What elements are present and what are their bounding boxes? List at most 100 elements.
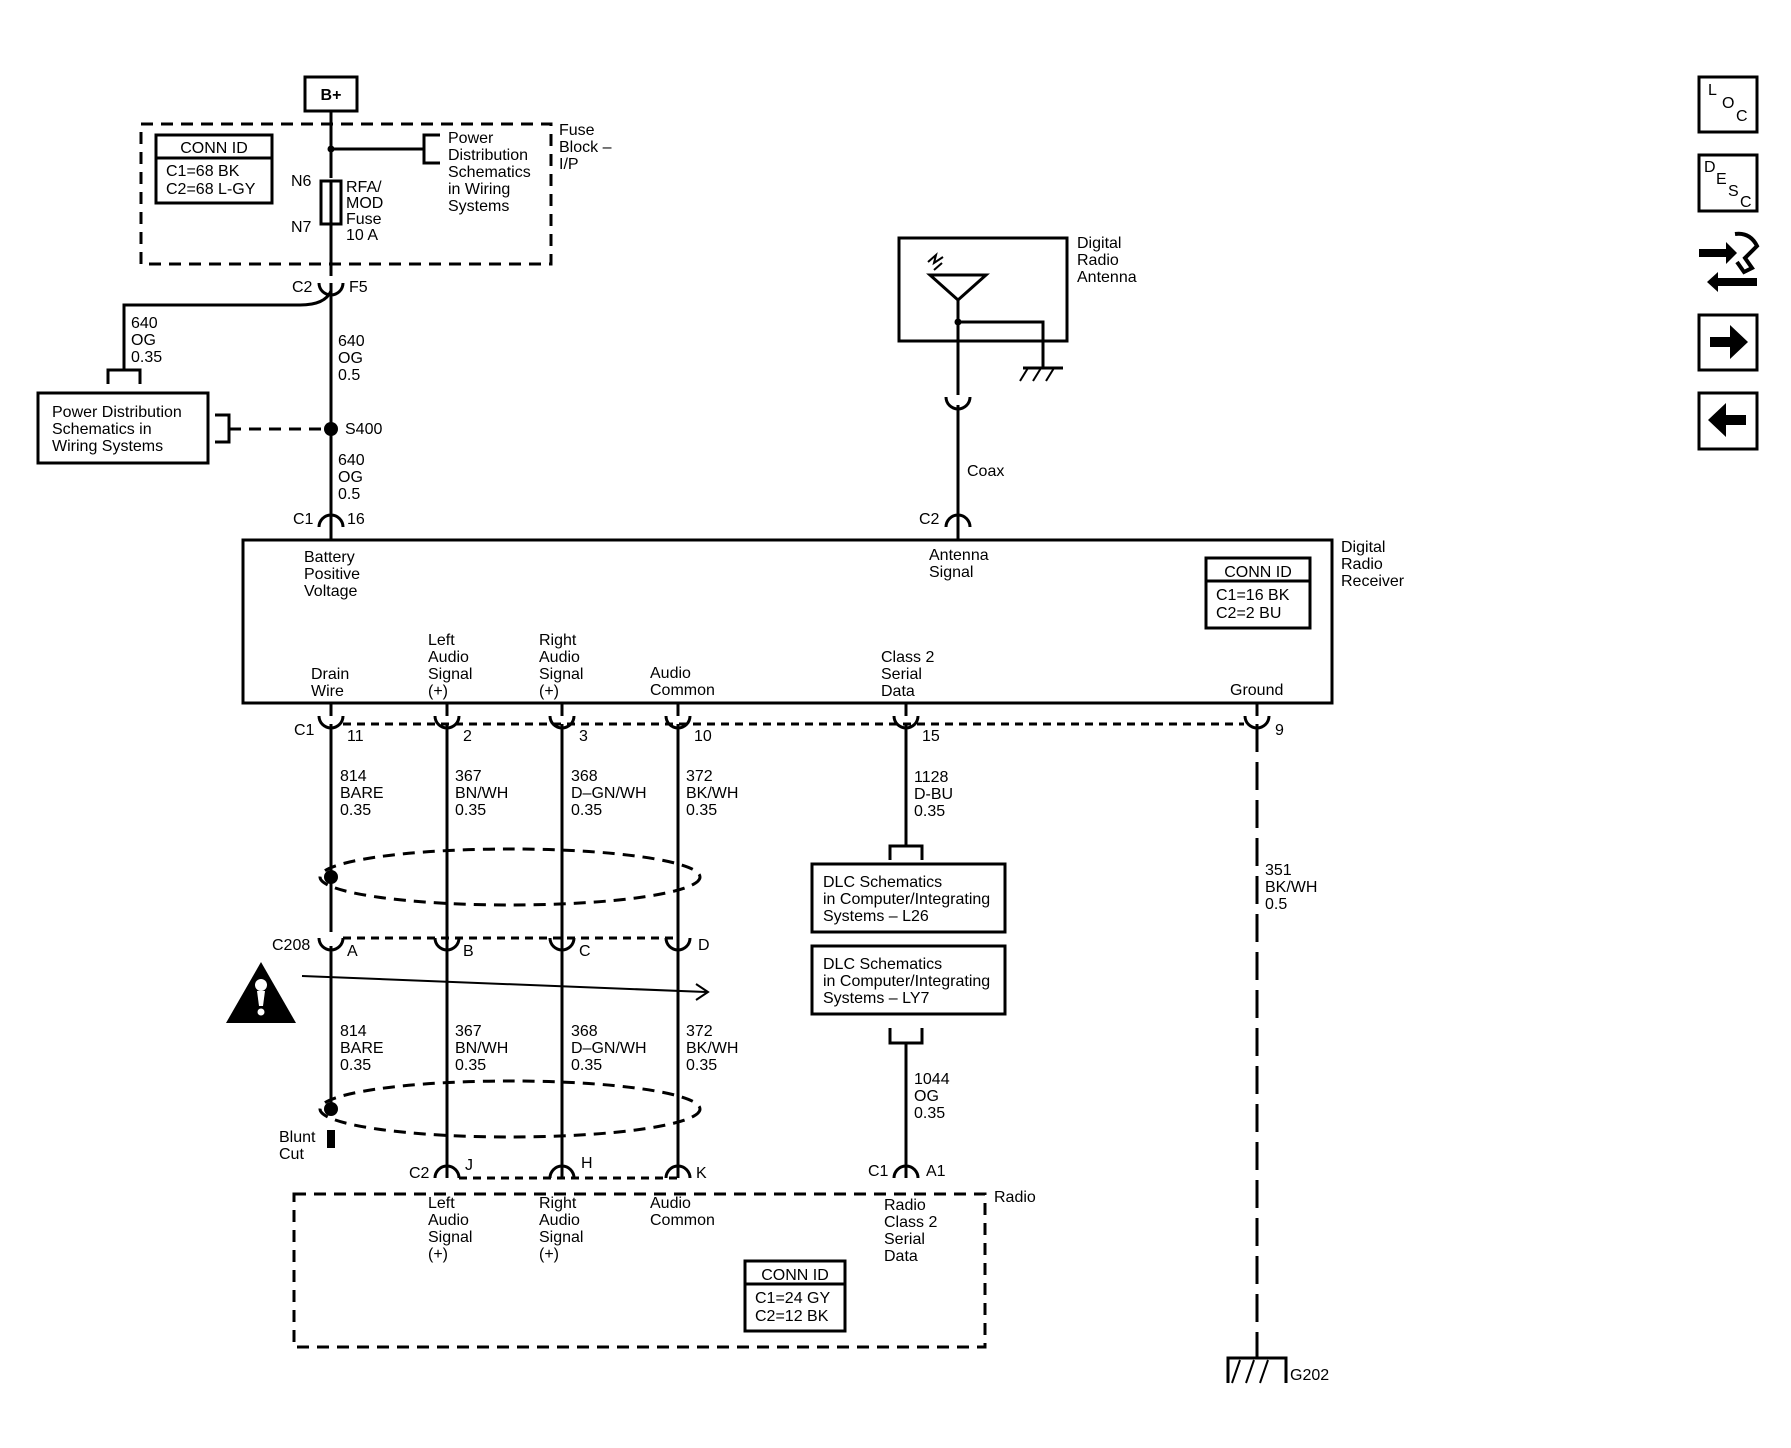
left-audio-label-4: (+) bbox=[428, 683, 448, 700]
radio-right-2: Audio bbox=[539, 1212, 580, 1229]
drain-label-1: Drain bbox=[311, 666, 349, 683]
class2-wire-2: D-BU bbox=[914, 786, 953, 803]
f5-label: F5 bbox=[349, 279, 368, 296]
ground-section: 351 BK/WH 0.5 G202 bbox=[1226, 724, 1329, 1384]
svg-text:S: S bbox=[1728, 183, 1739, 200]
radio-pin-h: H bbox=[548, 1155, 593, 1179]
left-audio-label-2: Audio bbox=[428, 649, 469, 666]
fuse-label-4: 10 A bbox=[346, 227, 378, 244]
svg-text:C: C bbox=[1740, 194, 1752, 211]
radio-right-1: Right bbox=[539, 1195, 577, 1212]
radio-class2-1: Radio bbox=[884, 1197, 926, 1214]
dlc2-line-3: Systems – LY7 bbox=[823, 990, 930, 1007]
radio-right-3: Signal bbox=[539, 1229, 583, 1246]
fuse-label-1: RFA/ bbox=[346, 179, 382, 196]
svg-text:3: 3 bbox=[579, 728, 588, 745]
antenna-label-1: Digital bbox=[1077, 235, 1121, 252]
antenna-ground-wire bbox=[958, 320, 1045, 368]
nav-desc-button[interactable]: D E S C bbox=[1697, 153, 1759, 213]
radio-pin-k: K bbox=[664, 1164, 707, 1182]
right-audio-label-3: Signal bbox=[539, 666, 583, 683]
wire-367-upper-1: 367 bbox=[455, 768, 482, 785]
c1-pin-2: 2 bbox=[433, 703, 472, 745]
fuse-label-3: Fuse bbox=[346, 211, 382, 228]
antenna-icon bbox=[926, 252, 990, 322]
pds-line-3: Wiring Systems bbox=[52, 438, 163, 455]
fuse-connid-line-1: C1=68 BK bbox=[166, 163, 240, 180]
radio-section: C2 J H K C1 A1 Radio Left Audio Signal (… bbox=[292, 1155, 1036, 1349]
harness-arrow-line bbox=[301, 975, 710, 1001]
radio-c2-label: C2 bbox=[409, 1165, 430, 1182]
antenna-signal-label-2: Signal bbox=[929, 564, 973, 581]
radio-connid-line-1: C1=24 GY bbox=[755, 1290, 830, 1307]
receiver-connid: CONN ID C1=16 BK C2=2 BU bbox=[1204, 556, 1312, 630]
svg-text:D: D bbox=[1704, 159, 1716, 176]
radio-connid-title: CONN ID bbox=[761, 1267, 829, 1284]
dlc1-line-1: DLC Schematics bbox=[823, 874, 942, 891]
nav-loc-button[interactable]: L O C bbox=[1697, 75, 1759, 134]
next-arrow-button[interactable] bbox=[1697, 313, 1759, 372]
drain-label-2: Wire bbox=[311, 683, 344, 700]
antenna-label-2: Radio bbox=[1077, 252, 1119, 269]
drain-splice-upper bbox=[324, 870, 338, 884]
svg-text:A: A bbox=[347, 943, 358, 960]
ground-wire-3: 0.5 bbox=[1265, 896, 1287, 913]
wire-814-lower-3: 0.35 bbox=[340, 1057, 371, 1074]
svg-text:11: 11 bbox=[347, 728, 364, 745]
radio-pin-j: J bbox=[433, 1157, 473, 1179]
fuse-label-2: MOD bbox=[346, 195, 383, 212]
prev-arrow-button[interactable] bbox=[1697, 391, 1759, 451]
wire-372-lower-2: BK/WH bbox=[686, 1040, 738, 1057]
antenna-label-3: Antenna bbox=[1077, 269, 1137, 286]
drain-splice-lower bbox=[324, 1102, 338, 1116]
wire-372-lower-3: 0.35 bbox=[686, 1057, 717, 1074]
receiver-box bbox=[241, 538, 1334, 705]
class2-wire2-1: 1044 bbox=[914, 1071, 950, 1088]
fuse-block-label-3: I/P bbox=[559, 156, 579, 173]
class2-wire-1: 1128 bbox=[914, 769, 949, 786]
antenna-c2-connector bbox=[944, 513, 972, 528]
wire-372-upper-1: 372 bbox=[686, 768, 713, 785]
blunt-cut-label-1: Blunt bbox=[279, 1129, 316, 1146]
wire-367-upper-3: 0.35 bbox=[455, 802, 486, 819]
receiver-label-1: Digital bbox=[1341, 539, 1385, 556]
g202-label: G202 bbox=[1290, 1367, 1329, 1384]
wire-814-lower-1: 814 bbox=[340, 1023, 367, 1040]
audio-common-label-2: Common bbox=[650, 682, 715, 699]
s400-splice bbox=[324, 422, 338, 436]
c1-bottom-label: C1 bbox=[294, 722, 315, 739]
receiver-connid-title: CONN ID bbox=[1224, 564, 1292, 581]
radio-left-4: (+) bbox=[428, 1246, 448, 1263]
c1-top-label: C1 bbox=[293, 511, 314, 528]
wire-367-lower-3: 0.35 bbox=[455, 1057, 486, 1074]
tools-icon[interactable] bbox=[1699, 231, 1760, 292]
fuse-connid-title: CONN ID bbox=[180, 140, 248, 157]
fuse-block-label-1: Fuse bbox=[559, 122, 595, 139]
radio-right-4: (+) bbox=[539, 1246, 559, 1263]
dlc1-line-3: Systems – L26 bbox=[823, 908, 929, 925]
wire-367-lower-2: BN/WH bbox=[455, 1040, 508, 1057]
antenna-ground-icon bbox=[1019, 366, 1063, 382]
fuse-ref-line-4: in Wiring bbox=[448, 181, 510, 198]
blunt-cut-label-2: Cut bbox=[279, 1146, 304, 1163]
svg-text:D: D bbox=[698, 937, 710, 954]
fuse-block-connid: CONN ID C1=68 BK C2=68 L-GY bbox=[154, 133, 274, 205]
main-wire-1a: 640 bbox=[338, 333, 365, 350]
svg-text:10: 10 bbox=[694, 728, 712, 745]
warning-icon bbox=[226, 962, 296, 1023]
svg-text:2: 2 bbox=[463, 728, 472, 745]
fuse-ref-line-5: Systems bbox=[448, 198, 509, 215]
main-wire-1c: 0.5 bbox=[338, 367, 360, 384]
branch-wire-3: 0.35 bbox=[131, 349, 162, 366]
class2-wire2-3: 0.35 bbox=[914, 1105, 945, 1122]
right-audio-label-2: Audio bbox=[539, 649, 580, 666]
radio-common-1: Audio bbox=[650, 1195, 691, 1212]
svg-text:B: B bbox=[463, 943, 474, 960]
wire-368-lower-1: 368 bbox=[571, 1023, 598, 1040]
audio-wires: 814 BARE 0.35 367 BN/WH 0.35 368 D–GN/WH… bbox=[226, 724, 738, 1178]
bplus-label: B+ bbox=[321, 87, 342, 104]
c2-label: C2 bbox=[292, 279, 313, 296]
fuse-ref-bracket bbox=[422, 133, 440, 165]
wire-368-upper-1: 368 bbox=[571, 768, 598, 785]
receiver-label-2: Radio bbox=[1341, 556, 1383, 573]
